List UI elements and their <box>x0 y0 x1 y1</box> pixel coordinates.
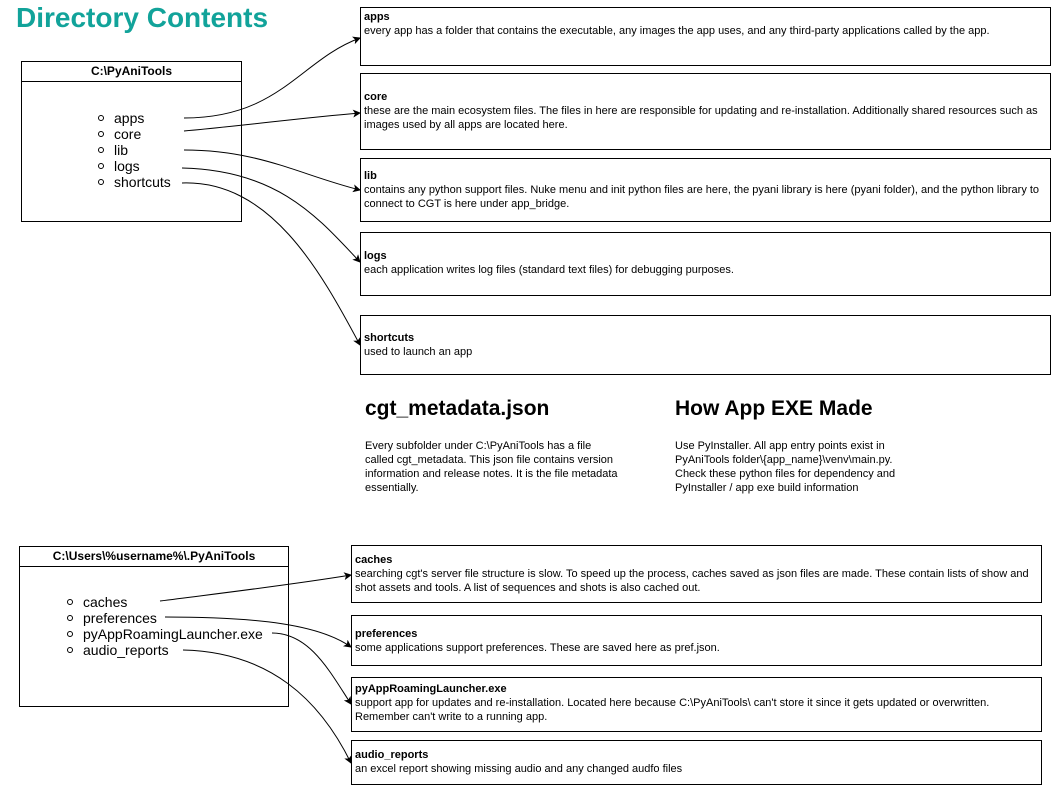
desc-preferences-text: some applications support preferences. T… <box>355 642 720 654</box>
desc-audio-reports-title: audio_reports <box>355 749 429 761</box>
user-pyanitools-folder-list: caches preferences pyAppRoamingLauncher.… <box>67 594 263 658</box>
folder-item-lib: lib <box>98 142 171 158</box>
desc-audio-reports: audio_reports an excel report showing mi… <box>351 740 1042 785</box>
arrow-logs <box>181 167 361 263</box>
arrow-core <box>183 109 361 132</box>
desc-lib-text: contains any python support files. Nuke … <box>364 184 1040 210</box>
arrow-audio-reports <box>182 649 352 764</box>
desc-logs: logs each application writes log files (… <box>360 232 1051 296</box>
desc-preferences-title: preferences <box>355 628 418 640</box>
arrow-apps <box>183 36 361 119</box>
arrow-lib <box>183 149 361 193</box>
how-exe-text: Use PyInstaller. All app entry points ex… <box>675 440 896 494</box>
folder-item-launcher: pyAppRoamingLauncher.exe <box>67 626 263 642</box>
desc-shortcuts-text: used to launch an app <box>364 346 473 358</box>
desc-caches-text: searching cgt's server file structure is… <box>355 568 1029 594</box>
arrow-preferences <box>164 616 352 648</box>
pyanitools-folder-box: C:\PyAniTools apps core lib logs shortcu… <box>21 61 242 222</box>
desc-logs-title: logs <box>364 250 387 262</box>
user-pyanitools-folder-box: C:\Users\%username%\.PyAniTools caches p… <box>19 546 289 707</box>
desc-launcher-title: pyAppRoamingLauncher.exe <box>355 683 507 695</box>
folder-item-caches: caches <box>67 594 263 610</box>
desc-launcher-text: support app for updates and re-installat… <box>355 697 990 723</box>
desc-launcher: pyAppRoamingLauncher.exe support app for… <box>351 677 1042 732</box>
folder-item-audio-reports: audio_reports <box>67 642 263 658</box>
desc-core-title: core <box>364 91 388 103</box>
desc-core-text: these are the main ecosystem files. The … <box>364 105 1038 131</box>
desc-core: core these are the main ecosystem files.… <box>360 73 1051 150</box>
arrow-launcher <box>271 632 352 705</box>
folder-item-preferences: preferences <box>67 610 263 626</box>
desc-caches: caches searching cgt's server file struc… <box>351 545 1042 603</box>
pyanitools-folder-title: C:\PyAniTools <box>22 62 241 82</box>
desc-lib-title: lib <box>364 170 377 182</box>
desc-logs-text: each application writes log files (stand… <box>364 264 734 276</box>
page-title: Directory Contents <box>16 2 269 33</box>
desc-lib: lib contains any python support files. N… <box>360 158 1051 222</box>
desc-apps-text: every app has a folder that contains the… <box>364 25 990 37</box>
desc-apps: apps every app has a folder that contain… <box>360 7 1051 66</box>
folder-item-shortcuts: shortcuts <box>98 174 171 190</box>
arrow-caches <box>159 572 352 602</box>
how-exe-title: How App EXE Made <box>675 397 873 420</box>
desc-shortcuts: shortcuts used to launch an app <box>360 315 1051 375</box>
folder-item-apps: apps <box>98 110 171 126</box>
pyanitools-folder-list: apps core lib logs shortcuts <box>98 110 171 190</box>
user-pyanitools-folder-title: C:\Users\%username%\.PyAniTools <box>20 547 288 567</box>
arrow-shortcuts <box>181 182 361 346</box>
desc-apps-title: apps <box>364 11 390 23</box>
cgt-metadata-title: cgt_metadata.json <box>365 397 550 420</box>
folder-item-logs: logs <box>98 158 171 174</box>
desc-caches-title: caches <box>355 554 393 566</box>
desc-shortcuts-title: shortcuts <box>364 332 415 344</box>
folder-item-core: core <box>98 126 171 142</box>
desc-audio-reports-text: an excel report showing missing audio an… <box>355 763 683 775</box>
desc-preferences: preferences some applications support pr… <box>351 615 1042 666</box>
cgt-metadata-text: Every subfolder under C:\PyAniTools has … <box>365 440 618 494</box>
